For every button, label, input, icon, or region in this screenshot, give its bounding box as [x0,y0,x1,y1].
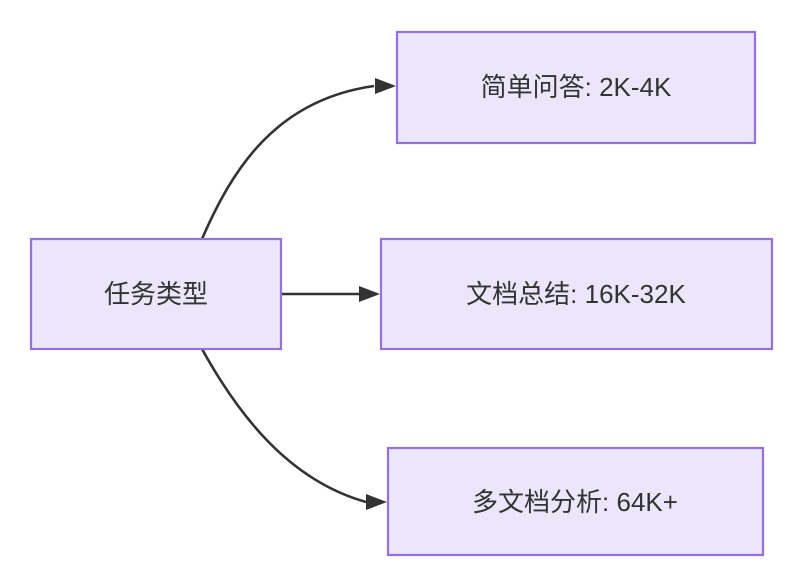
node-multi-doc-analysis[interactable]: 多文档分析: 64K+ [386,446,765,557]
node-simple-qa-label: 简单问答: 2K-4K [481,72,672,102]
edge-task-type-to-doc-summary [282,286,380,302]
node-doc-summary-box[interactable] [379,237,774,351]
node-multi-doc-analysis-box[interactable] [386,446,765,557]
edge-task-type-to-simple-qa [200,78,396,240]
node-task-type[interactable]: 任务类型 [29,237,283,351]
arrowhead-simple-qa [375,78,396,94]
node-simple-qa-box[interactable] [395,30,757,145]
node-task-type-box[interactable] [29,237,283,351]
node-doc-summary[interactable]: 文档总结: 16K-32K [379,237,774,351]
node-multi-doc-analysis-label: 多文档分析: 64K+ [472,487,678,517]
edges-layer [200,78,396,510]
edge-task-type-to-multi-doc-analysis [200,348,387,510]
edge-path-simple-qa [200,84,375,240]
nodes-layer: 任务类型 简单问答: 2K-4K 文档总结: 16K-32K 多文档分析: 64… [29,30,774,557]
node-task-type-label: 任务类型 [104,279,208,309]
node-doc-summary-label: 文档总结: 16K-32K [466,279,686,309]
edge-path-multi-doc-analysis [200,348,367,504]
arrowhead-doc-summary [359,286,380,302]
arrowhead-multi-doc-analysis [366,494,387,510]
node-simple-qa[interactable]: 简单问答: 2K-4K [395,30,757,145]
